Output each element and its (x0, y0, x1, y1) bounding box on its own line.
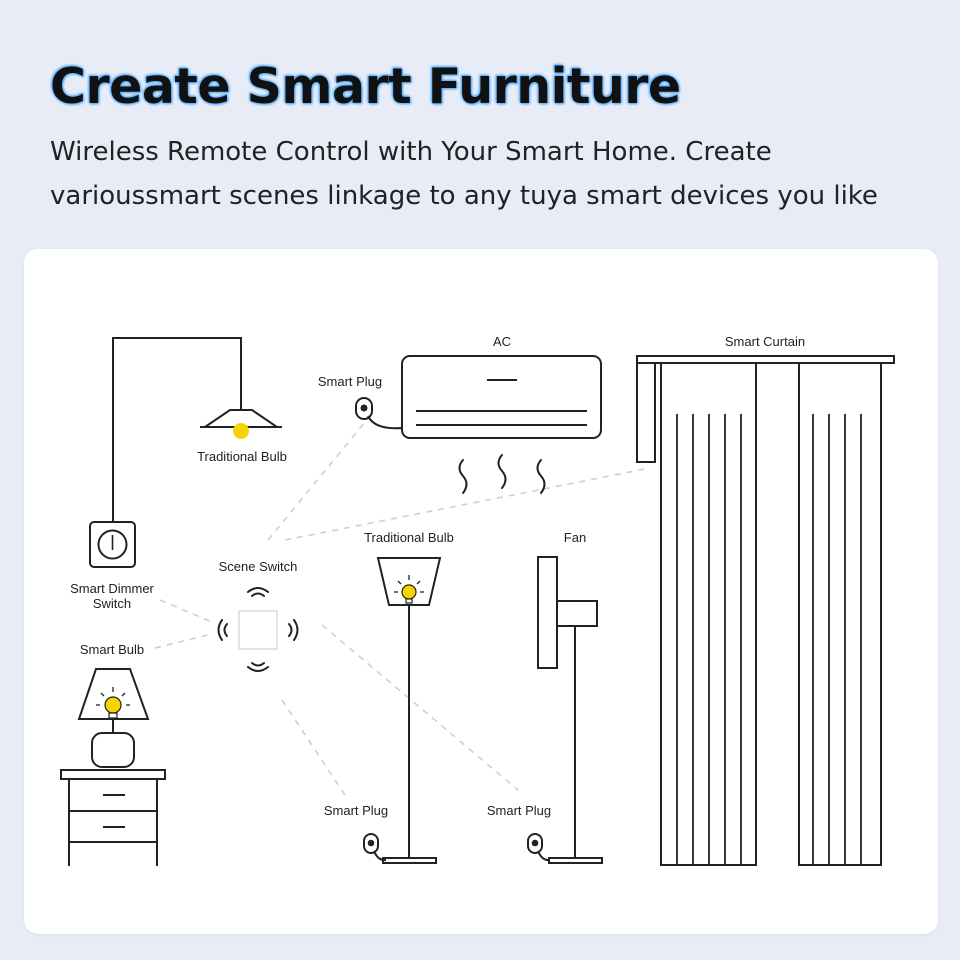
link-to-ac-plug (267, 409, 376, 541)
link-to-fan-plug (321, 624, 519, 791)
subtitle-line-2: varioussmart scenes linkage to any tuya … (50, 181, 878, 211)
smart-curtain (636, 355, 895, 866)
pendant-bulb-icon (233, 423, 249, 439)
fan-motor (556, 600, 598, 627)
smart-bulb-icon (96, 687, 130, 719)
label-fan: Fan (564, 530, 586, 545)
fan (537, 556, 603, 864)
ac-unit (401, 355, 602, 439)
page-subtitle: Wireless Remote Control with Your Smart … (50, 130, 930, 218)
airflow-icon (458, 454, 546, 494)
link-to-lamp-plug (281, 699, 346, 796)
smart-plug-lamp-icon (363, 833, 387, 862)
label-dimmer-line-2: Switch (93, 596, 131, 611)
label-smart-bulb: Smart Bulb (80, 642, 144, 657)
link-to-curtain (284, 467, 651, 541)
link-to-smart-bulb (154, 633, 213, 649)
label-traditional-bulb-floor: Traditional Bulb (364, 530, 454, 545)
curtain-panel-right (798, 362, 882, 866)
fan-head (537, 556, 558, 669)
dimmer-switch-icon (89, 521, 136, 568)
subtitle-line-1: Wireless Remote Control with Your Smart … (50, 137, 772, 167)
label-smart-plug-fan: Smart Plug (487, 803, 551, 818)
page-title: Create Smart Furniture (50, 58, 681, 115)
link-to-dimmer (159, 599, 213, 623)
scene-switch-button (238, 610, 278, 650)
label-smart-plug-ac: Smart Plug (318, 374, 382, 389)
label-dimmer-line-1: Smart Dimmer (70, 581, 154, 596)
label-smart-plug-lamp: Smart Plug (324, 803, 388, 818)
curtain-motor (636, 362, 656, 463)
floor-lamp-shade (376, 557, 442, 606)
smart-plug-fan-icon (527, 833, 551, 862)
wireless-signal-icon (217, 587, 299, 672)
nightstand (60, 769, 166, 866)
label-traditional-bulb-pendant: Traditional Bulb (197, 449, 287, 464)
pendant-lamp (112, 337, 282, 522)
label-ac: AC (493, 334, 511, 349)
label-scene-switch: Scene Switch (219, 559, 298, 574)
table-lamp (77, 668, 150, 768)
label-smart-curtain: Smart Curtain (725, 334, 805, 349)
pendant-wire (112, 337, 242, 522)
floor-bulb-icon (394, 575, 424, 604)
connection-lines (154, 409, 651, 796)
table-lamp-base (91, 732, 135, 768)
smart-plug-ac-icon (355, 397, 403, 430)
table-lamp-shade (77, 668, 150, 720)
